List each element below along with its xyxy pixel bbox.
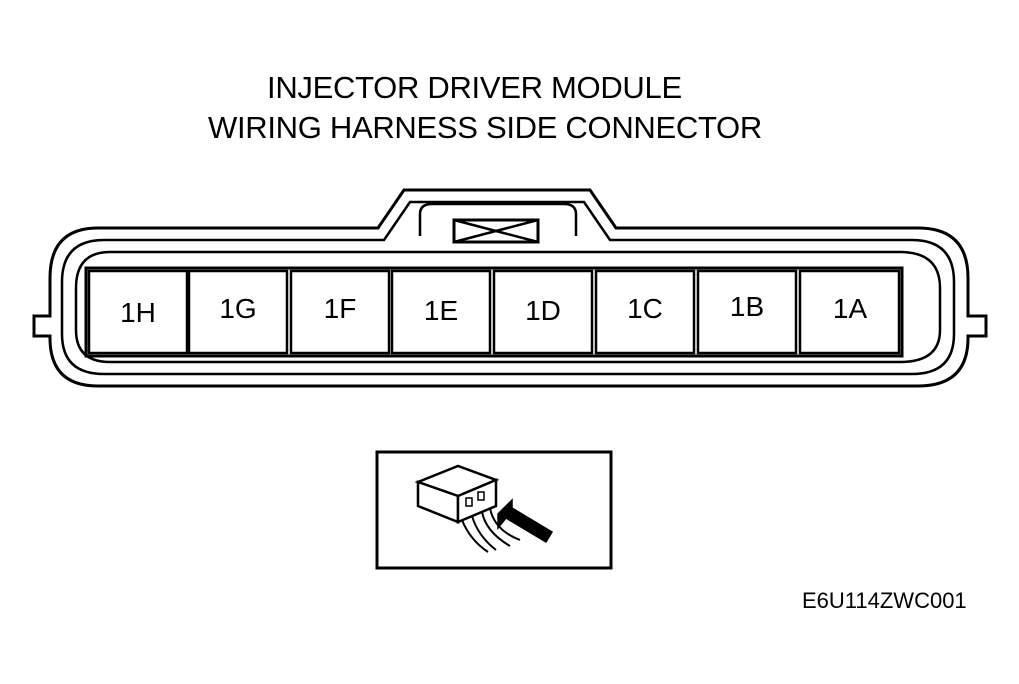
pin-label: 1D bbox=[525, 295, 561, 326]
pin-cell-box bbox=[798, 269, 901, 355]
pin-cell: 1G bbox=[187, 269, 289, 355]
pin-cell: 1A bbox=[798, 269, 901, 355]
inset-wire bbox=[471, 515, 497, 551]
pin-label: 1H bbox=[120, 297, 156, 328]
pin-label: 1B bbox=[730, 291, 764, 322]
connector-lock-tab bbox=[418, 202, 578, 236]
pin-label: 1A bbox=[833, 293, 868, 324]
title-line-1: INJECTOR DRIVER MODULE bbox=[267, 70, 682, 105]
pin-cell: 1D bbox=[492, 269, 594, 355]
pin-label: 1E bbox=[424, 295, 458, 326]
pin-cell-box bbox=[594, 269, 696, 355]
pin-cell: 1B bbox=[696, 269, 798, 355]
pin-cell-box bbox=[187, 269, 289, 355]
pin-cell: 1C bbox=[594, 269, 696, 355]
inset-view-direction-arrow bbox=[497, 498, 554, 544]
inset-wire bbox=[461, 519, 489, 553]
diagram-title: INJECTOR DRIVER MODULE WIRING HARNESS SI… bbox=[0, 70, 1019, 150]
pin-cell: 1E bbox=[390, 269, 492, 355]
inset-frame bbox=[375, 450, 613, 570]
inset-connector-face bbox=[456, 478, 498, 524]
pin-label: 1G bbox=[219, 293, 256, 324]
pin-cell: 1H bbox=[87, 269, 189, 355]
connector-shell-cavity bbox=[74, 250, 942, 364]
pin-cell: 1F bbox=[289, 269, 391, 355]
diagram-code: E6U114ZWC001 bbox=[802, 588, 967, 613]
pin-cell-box bbox=[696, 269, 798, 355]
lock-release-cross-b bbox=[453, 218, 539, 244]
inset-terminal bbox=[465, 497, 473, 507]
pin-cell-box bbox=[289, 269, 391, 355]
inset-terminal bbox=[477, 491, 485, 501]
harness-side-connector-view-icon bbox=[375, 450, 613, 570]
connector-shell-inner-contour bbox=[60, 200, 956, 376]
pin-cell-box bbox=[492, 269, 594, 355]
connector-outer-shell bbox=[32, 188, 988, 388]
pin-cell-box bbox=[390, 269, 492, 355]
pin-label: 1C bbox=[627, 293, 663, 324]
pin-cell-box bbox=[87, 269, 189, 355]
inset-wire bbox=[481, 511, 511, 547]
title-line-2: WIRING HARNESS SIDE CONNECTOR bbox=[208, 110, 762, 145]
pin-label: 1F bbox=[324, 293, 357, 324]
